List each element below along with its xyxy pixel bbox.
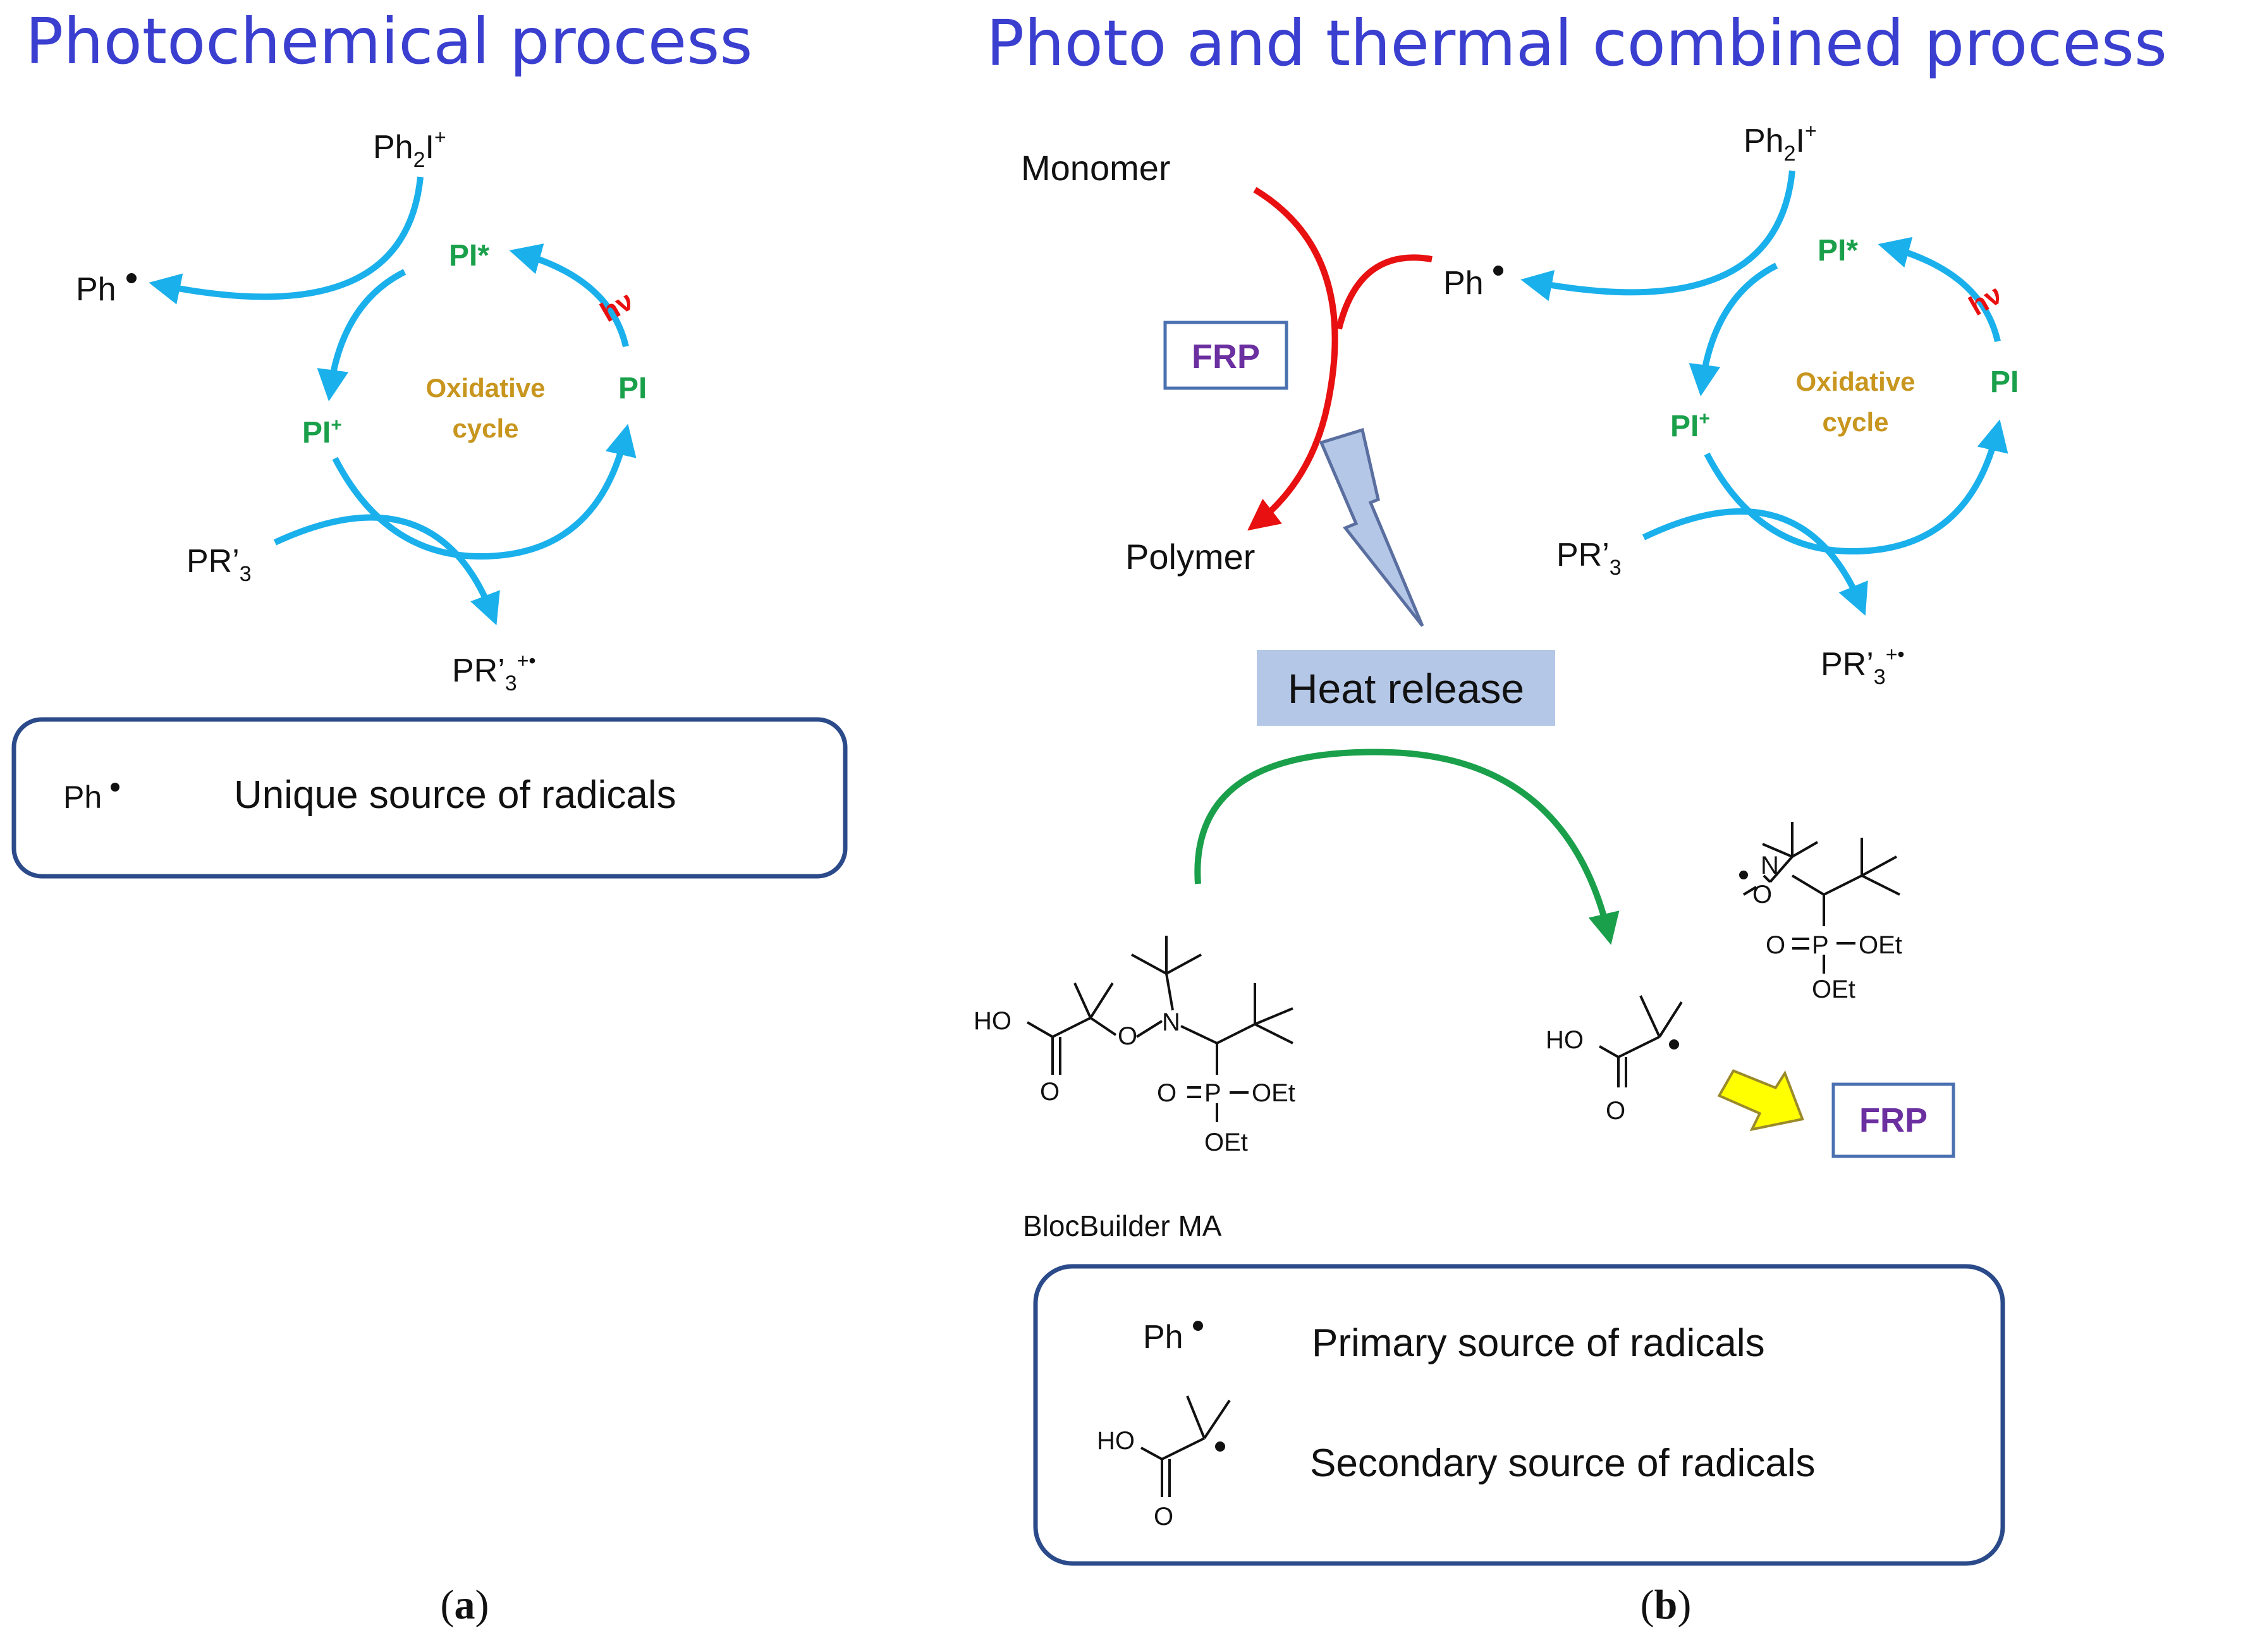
red-polymerization-arrows: [1247, 187, 1433, 531]
panel-b-summary-box: [1033, 1264, 2005, 1566]
monomer-label: Monomer: [1021, 148, 1171, 188]
radical-dot: [1739, 871, 1748, 879]
pr3-radcat-label-b: PR’3+•: [1821, 643, 1905, 689]
radical-dot: [1493, 266, 1503, 276]
bb-oet1-label: OEt: [1252, 1079, 1295, 1107]
nitroxide-po-label: O: [1766, 931, 1785, 959]
lightning-bolt-icon: [1319, 427, 1424, 627]
nitroxide-n-label: N: [1761, 852, 1779, 879]
frp-label-top: FRP: [1192, 338, 1260, 376]
nitroxide-o-label: O: [1752, 881, 1772, 909]
ph-radical-label-b: Ph: [1443, 265, 1484, 302]
cycle-center-line2-b: cycle: [1822, 407, 1888, 437]
box-b-o-label: O: [1154, 1503, 1173, 1531]
alkyl-radical-molecule: [1599, 995, 1683, 1087]
ph2i-label-b: Ph2I+: [1744, 119, 1817, 166]
yellow-arrow-icon: [1717, 1069, 1804, 1132]
arc-piplus-to-pi: [332, 424, 637, 560]
caption-a: (a): [441, 1582, 489, 1628]
thermal-homolysis-arrow: [1194, 749, 1620, 945]
arc-pi-to-pistar: [509, 243, 629, 348]
bb-p-label: P: [1204, 1079, 1221, 1107]
panel-b-cycle: [1520, 170, 2008, 616]
hv-label-b: hν: [1964, 279, 2007, 322]
blocbuilder-molecule: [1027, 936, 1293, 1122]
radical-dot: [1669, 1039, 1679, 1049]
pi-star-label-b: PI*: [1818, 234, 1858, 267]
ph2i-label-a: Ph2I+: [373, 126, 446, 172]
pr3-radcat-label-a: PR’3+•: [452, 649, 536, 695]
box-a-text: Unique source of radicals: [234, 773, 676, 817]
box-b-secondary-molecule: [1140, 1395, 1231, 1497]
bb-po-label: O: [1157, 1079, 1176, 1107]
panel-b-title: Photo and thermal combined process: [986, 6, 2167, 80]
heat-release-label: Heat release: [1288, 665, 1524, 712]
cycle-center-line1-b: Oxidative: [1795, 367, 1915, 396]
cycle-center-line2-a: cycle: [452, 413, 518, 443]
polymer-label: Polymer: [1125, 537, 1255, 577]
pr3-label-a: PR’3: [186, 543, 252, 586]
pr3-label-b: PR’3: [1556, 537, 1622, 580]
blocbuilder-label: BlocBuilder MA: [1023, 1209, 1222, 1242]
radical-dot: [126, 273, 137, 283]
pi-star-label-a: PI*: [449, 239, 489, 272]
box-b-primary-text: Primary source of radicals: [1312, 1321, 1765, 1365]
radical-dot: [1193, 1321, 1203, 1331]
ph-radical-label-a: Ph: [76, 271, 116, 308]
radical-dot: [111, 783, 119, 792]
box-a-species: Ph: [63, 780, 102, 815]
panel-a-title: Photochemical process: [25, 4, 752, 78]
arc-pistar-to-piplus: [317, 269, 406, 401]
arc-pr3-to-radcat: [273, 514, 500, 626]
nitroxide-p-label: P: [1812, 931, 1829, 959]
bb-oet2-label: OEt: [1204, 1129, 1248, 1156]
hv-label-a: hν: [595, 285, 639, 328]
frp-box-top: [1163, 321, 1288, 390]
bb-carbonyl-o-label: O: [1040, 1078, 1060, 1106]
pi-plus-label-a: PI+: [302, 415, 342, 450]
nitroxide-oet2-label: OEt: [1812, 976, 1855, 1003]
cycle-center-line1-a: Oxidative: [425, 373, 545, 403]
frp-box-bottom: [1831, 1082, 1955, 1158]
panel-a-summary-box: [11, 717, 848, 879]
box-b-primary-species: Ph: [1143, 1319, 1183, 1355]
nitroxide-fragment: [1742, 822, 1900, 974]
bb-ho-label: HO: [974, 1007, 1011, 1035]
bb-ether-o-label: O: [1118, 1022, 1137, 1050]
pi-plus-label-b: PI+: [1670, 408, 1710, 443]
frp-label-bottom: FRP: [1859, 1101, 1928, 1139]
radical-dot: [1215, 1441, 1225, 1452]
arc-ph2i-to-ph: [149, 176, 424, 305]
caption-b: (b): [1641, 1582, 1692, 1628]
heat-release-box: [1257, 650, 1555, 726]
pi-label-b: PI: [1990, 365, 2019, 399]
panel-a-cycle: [149, 176, 637, 626]
pi-label-a: PI: [618, 372, 647, 405]
box-b-secondary-text: Secondary source of radicals: [1310, 1441, 1816, 1485]
product-ho-label: HO: [1546, 1026, 1584, 1054]
product-o-label: O: [1606, 1097, 1625, 1125]
box-b-ho-label: HO: [1097, 1427, 1135, 1455]
nitroxide-oet1-label: OEt: [1859, 931, 1902, 959]
bb-n-label: N: [1162, 1008, 1180, 1036]
